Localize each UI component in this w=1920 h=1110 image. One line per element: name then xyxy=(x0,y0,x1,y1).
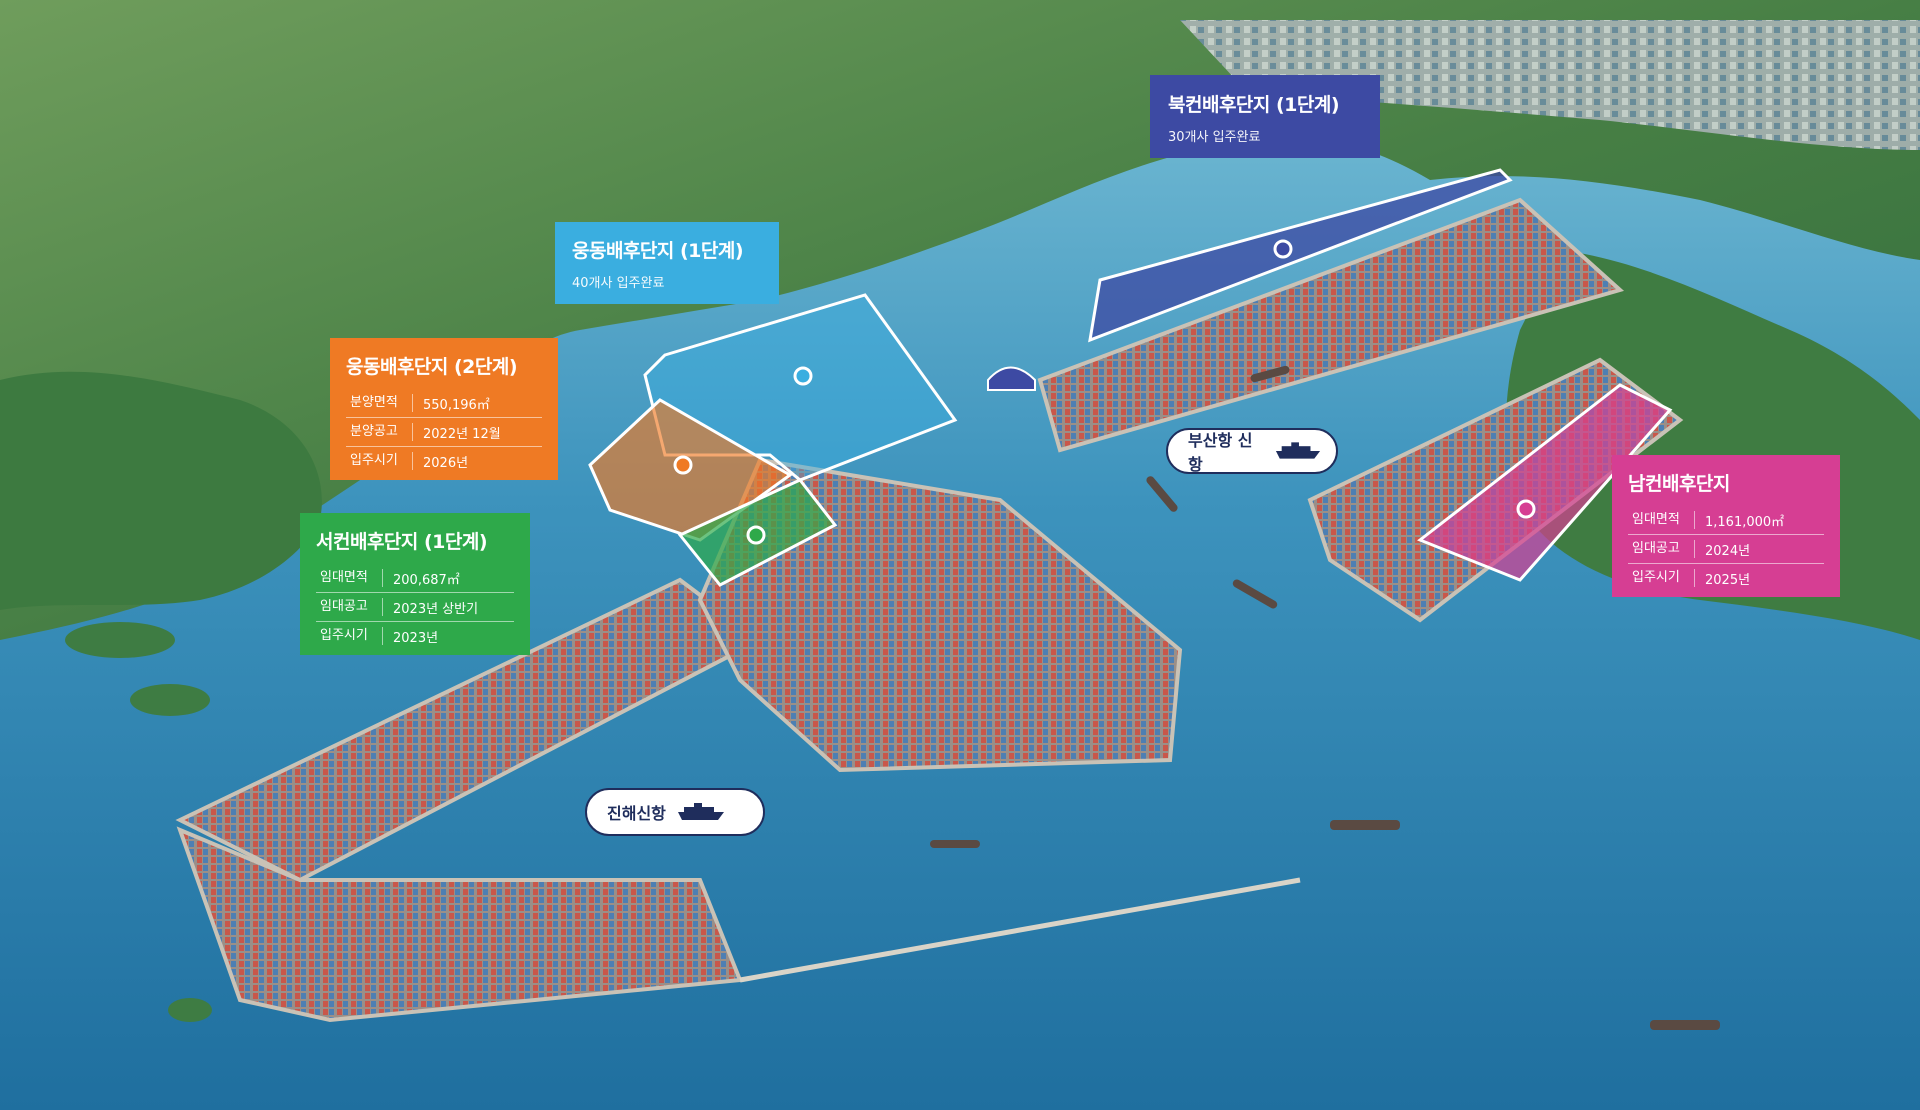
northern-mountains xyxy=(0,0,1920,640)
info-row: 분양공고 2022년 12월 xyxy=(346,418,542,447)
info-label: 임대면적 xyxy=(1628,511,1695,529)
info-row: 입주시기 2025년 xyxy=(1628,564,1824,592)
west-zone-card: 서컨배후단지 (1단계) 임대면적 200,687㎡ 임대공고 2023년 상반… xyxy=(300,513,530,655)
info-value: 2024년 xyxy=(1705,543,1751,559)
south-zone-title: 남컨배후단지 xyxy=(1628,473,1730,495)
west-info-table: 임대면적 200,687㎡ 임대공고 2023년 상반기 입주시기 2023년 xyxy=(316,564,514,650)
info-row: 임대공고 2024년 xyxy=(1628,535,1824,564)
info-label: 임대공고 xyxy=(316,598,383,616)
ship xyxy=(1250,365,1290,383)
north-zone-area xyxy=(1088,168,1513,343)
north-zone-title: 북컨배후단지 (1단계) xyxy=(1168,94,1340,116)
info-row: 입주시기 2023년 xyxy=(316,622,514,650)
info-row: 임대공고 2023년 상반기 xyxy=(316,593,514,622)
info-label: 분양공고 xyxy=(346,423,413,441)
ship xyxy=(1650,1020,1720,1030)
ship xyxy=(1330,820,1400,830)
info-label: 입주시기 xyxy=(316,627,383,645)
ship-icon xyxy=(677,803,724,820)
info-label: 입주시기 xyxy=(346,452,413,470)
woongdong2-zone-marker xyxy=(673,455,693,475)
north-zone-subtitle: 30개사 입주완료 xyxy=(1168,130,1261,145)
island xyxy=(168,998,212,1022)
south-zone-card: 남컨배후단지 임대면적 1,161,000㎡ 임대공고 2024년 입주시기 2… xyxy=(1612,455,1840,597)
woongdong1-zone-card: 웅동배후단지 (1단계) 40개사 입주완료 xyxy=(555,222,779,304)
small-blue-zone-area xyxy=(987,366,1036,391)
info-value: 1,161,000㎡ xyxy=(1705,514,1785,530)
info-value: 2026년 xyxy=(423,455,469,471)
info-value: 2025년 xyxy=(1705,572,1751,588)
jinhae-new-port-text: 진해신항 xyxy=(607,804,666,823)
info-label: 임대공고 xyxy=(1628,540,1695,558)
south-zone-marker xyxy=(1516,499,1536,519)
woongdong1-zone-area xyxy=(643,293,958,482)
northern-city xyxy=(1180,20,1920,150)
info-row: 입주시기 2026년 xyxy=(346,447,542,475)
info-row: 분양면적 550,196㎡ xyxy=(346,389,542,418)
info-value: 2022년 12월 xyxy=(423,426,501,442)
info-row: 임대면적 200,687㎡ xyxy=(316,564,514,593)
info-value: 550,196㎡ xyxy=(423,397,490,413)
ship-icon xyxy=(1275,442,1321,459)
busan-new-port-text: 부산항 신항 xyxy=(1188,431,1253,474)
info-value: 2023년 상반기 xyxy=(393,601,479,617)
jinhae-new-port-label: 진해신항 xyxy=(585,788,765,836)
info-value: 200,687㎡ xyxy=(393,572,460,588)
west-zone-marker xyxy=(746,525,766,545)
ship xyxy=(1146,476,1178,512)
info-label: 분양면적 xyxy=(346,394,413,412)
busan-new-port-label: 부산항 신항 xyxy=(1166,428,1338,474)
central-container-terminal xyxy=(697,457,1183,773)
info-row: 임대면적 1,161,000㎡ xyxy=(1628,506,1824,535)
south-info-table: 임대면적 1,161,000㎡ 임대공고 2024년 입주시기 2025년 xyxy=(1628,506,1824,592)
info-label: 임대면적 xyxy=(316,569,383,587)
ship xyxy=(930,840,980,848)
woongdong2-zone-title: 웅동배후단지 (2단계) xyxy=(346,356,518,378)
west-zone-title: 서컨배후단지 (1단계) xyxy=(316,531,488,553)
info-value: 2023년 xyxy=(393,630,439,646)
woongdong1-zone-title: 웅동배후단지 (1단계) xyxy=(572,240,744,262)
north-container-terminal xyxy=(1037,197,1625,453)
breakwater xyxy=(739,877,1301,983)
info-label: 입주시기 xyxy=(1628,569,1695,587)
north-zone-card: 북컨배후단지 (1단계) 30개사 입주완료 xyxy=(1150,75,1380,158)
island xyxy=(130,684,210,716)
woongdong1-zone-marker xyxy=(793,366,813,386)
island xyxy=(65,622,175,658)
woongdong2-info-table: 분양면적 550,196㎡ 분양공고 2022년 12월 입주시기 2026년 xyxy=(346,389,542,475)
north-zone-marker xyxy=(1273,239,1293,259)
woongdong1-zone-subtitle: 40개사 입주완료 xyxy=(572,276,665,291)
ship xyxy=(1232,579,1278,609)
woongdong2-zone-card: 웅동배후단지 (2단계) 분양면적 550,196㎡ 분양공고 2022년 12… xyxy=(330,338,558,480)
western-hills xyxy=(0,371,322,610)
south-zone-area xyxy=(1417,383,1673,582)
